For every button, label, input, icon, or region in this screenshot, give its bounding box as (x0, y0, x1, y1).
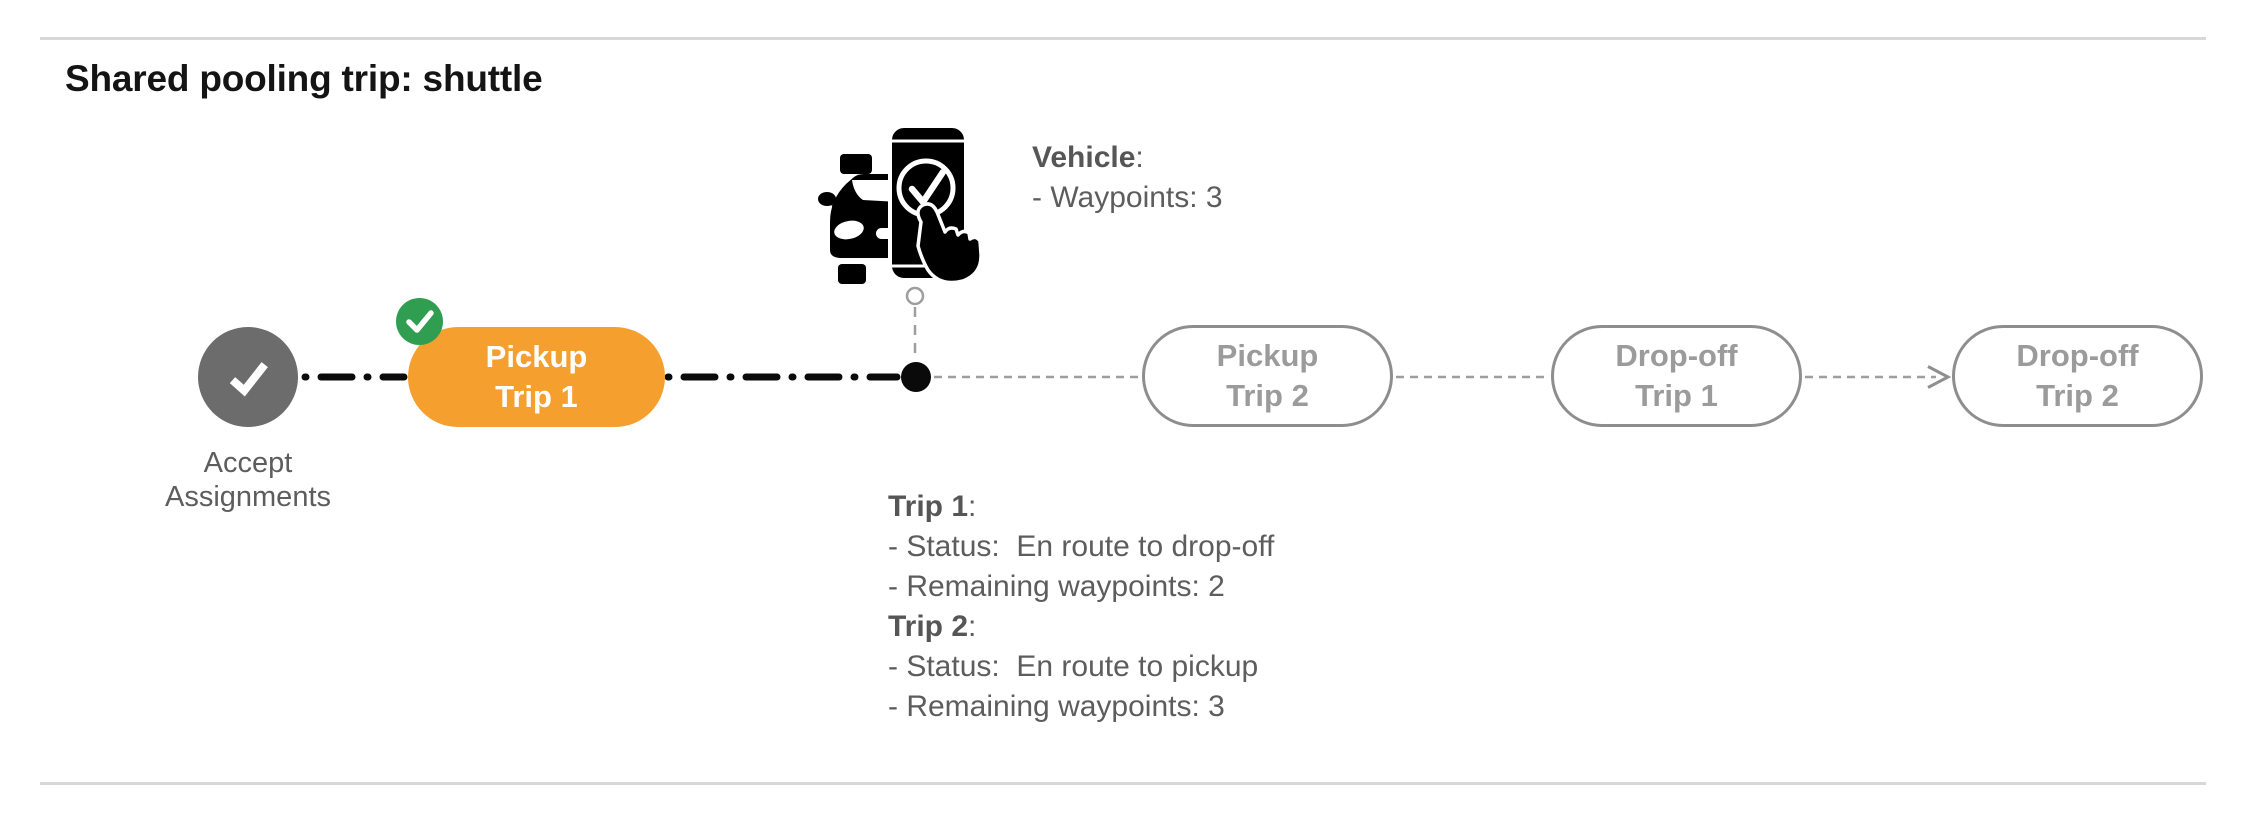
accept-assignments-label-line1: Accept (203, 447, 293, 479)
pill-pickup-trip-2-line1: Pickup (1216, 338, 1319, 373)
done-badge (396, 298, 443, 345)
check-badge-icon (406, 310, 434, 333)
accept-assignments-label: Accept Assignments (118, 446, 378, 514)
pill-dropoff-trip-2-line2: Trip 2 (2036, 378, 2119, 413)
pill-pickup-trip-1: Pickup Trip 1 (408, 327, 665, 427)
page-title: Shared pooling trip: shuttle (65, 58, 543, 99)
taxi-silhouette (818, 154, 898, 284)
pill-pickup-trip-1-line2: Trip 1 (495, 379, 578, 414)
pointing-hand (916, 202, 983, 285)
pill-dropoff-trip-1-line2: Trip 1 (1635, 378, 1718, 413)
accept-assignments-label-line2: Assignments (164, 481, 331, 513)
pill-pickup-trip-2-line2: Trip 2 (1226, 378, 1309, 413)
vehicle-note: Vehicle: - Waypoints: 3 (1032, 138, 1223, 218)
pill-dropoff-trip-1: Drop-off Trip 1 (1551, 325, 1802, 427)
trip2-status: - Status: En route to pickup (888, 650, 1259, 683)
right-arrow-head-icon (1927, 365, 1952, 389)
taxi-phone-check-icon (818, 124, 983, 285)
pill-dropoff-trip-2: Drop-off Trip 2 (1952, 325, 2203, 427)
vehicle-note-waypoints: - Waypoints: 3 (1032, 181, 1223, 214)
pill-pickup-trip-2: Pickup Trip 2 (1142, 325, 1393, 427)
vehicle-anchor-circle (905, 286, 925, 306)
trip-note: Trip 1: - Status: En route to drop-off -… (888, 487, 1274, 727)
check-icon (229, 362, 268, 397)
current-position-dot (901, 362, 931, 392)
pill-dropoff-trip-2-line1: Drop-off (2016, 338, 2139, 373)
vehicle-note-title: Vehicle: (1032, 141, 1144, 174)
trip1-remaining: - Remaining waypoints: 2 (888, 570, 1225, 603)
trip2-remaining: - Remaining waypoints: 3 (888, 690, 1225, 723)
trip2-title: Trip 2: (888, 610, 977, 643)
trip1-status: - Status: En route to drop-off (888, 530, 1275, 563)
node-accept-assignments (198, 327, 298, 427)
pill-pickup-trip-1-line1: Pickup (485, 339, 588, 374)
pill-dropoff-trip-1-line1: Drop-off (1615, 338, 1738, 373)
top-divider (40, 37, 2206, 40)
bottom-divider (40, 782, 2206, 785)
trip1-title: Trip 1: (888, 490, 977, 523)
